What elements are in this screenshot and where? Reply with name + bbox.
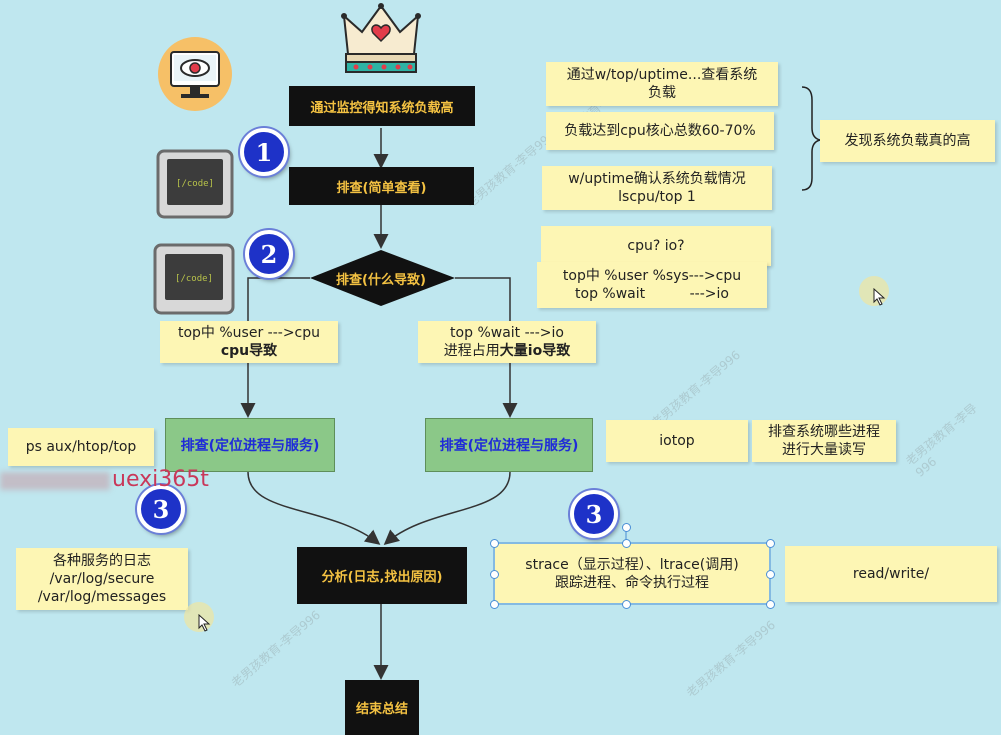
resize-handle[interactable] [490, 570, 499, 579]
note-line: ps aux/htop/top [25, 439, 137, 455]
resize-handle[interactable] [766, 539, 775, 548]
note-iotop-desc[interactable]: 排查系统哪些进程 进行大量读写 [752, 420, 896, 462]
blurred-overlay [0, 472, 110, 490]
step-badge-1: 1 [240, 128, 288, 176]
note-cpu-io-rules[interactable]: top中 %user %sys--->cpu top %wait --->io [537, 262, 767, 308]
note-line: 进行大量读写 [782, 442, 866, 458]
node-analyze[interactable]: 分析(日志,找出原因) [297, 547, 467, 604]
diamond-shape [310, 250, 455, 306]
note-strace[interactable]: strace（显示过程）、ltrace(调用) 跟踪进程、命令执行过程 [495, 544, 769, 603]
note-line: 跟踪进程、命令执行过程 [555, 574, 709, 591]
note-line: top %wait --->io [450, 325, 564, 341]
crown-icon [341, 3, 421, 73]
note-line: /var/log/secure [49, 571, 155, 587]
summary-brace [801, 86, 821, 191]
note-line: 通过w/top/uptime...查看系统 [566, 67, 758, 83]
note-line: 各种服务的日志 [53, 553, 151, 569]
code-terminal-icon: [/code] [156, 149, 234, 219]
note-conclusion[interactable]: 发现系统负载真的高 [820, 120, 995, 162]
edge-right-analyze [383, 471, 511, 545]
node-check-simple[interactable]: 排查(简单查看) [289, 167, 474, 205]
note-logs[interactable]: 各种服务的日志 /var/log/secure /var/log/message… [16, 548, 188, 610]
resize-handle[interactable] [490, 600, 499, 609]
overlay-text: uexi365t [112, 467, 209, 492]
mouse-cursor-icon [198, 614, 211, 632]
node-finish[interactable]: 结束总结 [345, 680, 419, 735]
note-line: cpu导致 [220, 343, 278, 359]
note-line: top中 %user %sys--->cpu [562, 268, 742, 284]
note-check-load[interactable]: 通过w/top/uptime...查看系统 负载 [546, 62, 778, 106]
note-text: 进程占用 [443, 343, 500, 359]
edge-left-analyze [247, 471, 381, 545]
note-line: top %wait --->io [575, 286, 729, 302]
note-line: lscpu/top 1 [618, 189, 696, 205]
note-line: 进程占用大量io导致 [444, 342, 570, 360]
note-line: 负载 [648, 85, 676, 101]
step-badge-3-right: 3 [570, 490, 618, 538]
rotate-handle[interactable] [622, 523, 631, 532]
resize-handle[interactable] [622, 539, 631, 548]
mouse-cursor-icon [873, 288, 886, 306]
note-readwrite[interactable]: read/write/ [785, 546, 997, 602]
note-cpu-threshold[interactable]: 负载达到cpu核心总数60-70% [546, 112, 774, 150]
edge-cause-left [240, 277, 310, 418]
note-ps[interactable]: ps aux/htop/top [8, 428, 154, 466]
node-locate-left[interactable]: 排查(定位进程与服务) [165, 418, 335, 472]
note-line: iotop [659, 433, 695, 449]
step-badge-3-left: 3 [137, 485, 185, 533]
note-line: top中 %user --->cpu [177, 325, 321, 341]
note-confirm-load[interactable]: w/uptime确认系统负载情况 lscpu/top 1 [542, 166, 772, 210]
note-line: read/write/ [852, 566, 930, 582]
note-text-bold: 大量io导致 [499, 343, 571, 359]
note-right-branch[interactable]: top %wait --->io 进程占用大量io导致 [418, 321, 596, 363]
resize-handle[interactable] [766, 570, 775, 579]
resize-handle[interactable] [490, 539, 499, 548]
code-label-2: [/code] [175, 274, 213, 284]
node-locate-right[interactable]: 排查(定位进程与服务) [425, 418, 593, 472]
step-badge-2: 2 [245, 230, 293, 278]
code-label-1: [/code] [176, 179, 214, 189]
node-monitor[interactable]: 通过监控得知系统负载高 [289, 86, 475, 126]
note-line: /var/log/messages [37, 589, 167, 605]
note-line: 排查系统哪些进程 [768, 424, 880, 440]
monitor-eye-icon [158, 37, 232, 111]
note-left-branch[interactable]: top中 %user --->cpu cpu导致 [160, 321, 338, 363]
note-cpu-io-question[interactable]: cpu? io? [541, 226, 771, 266]
note-line: w/uptime确认系统负载情况 [568, 171, 746, 187]
note-line: strace（显示过程）、ltrace(调用) [525, 556, 739, 573]
resize-handle[interactable] [766, 600, 775, 609]
note-line: cpu? io? [627, 238, 685, 254]
resize-handle[interactable] [622, 600, 631, 609]
note-line: 负载达到cpu核心总数60-70% [564, 123, 756, 139]
node-check-cause[interactable]: 排查(什么导致) [336, 272, 426, 288]
code-terminal-icon: [/code] [153, 243, 235, 315]
note-iotop[interactable]: iotop [606, 420, 748, 462]
edge-cause-right [455, 277, 518, 418]
note-line: 发现系统负载真的高 [844, 133, 971, 149]
